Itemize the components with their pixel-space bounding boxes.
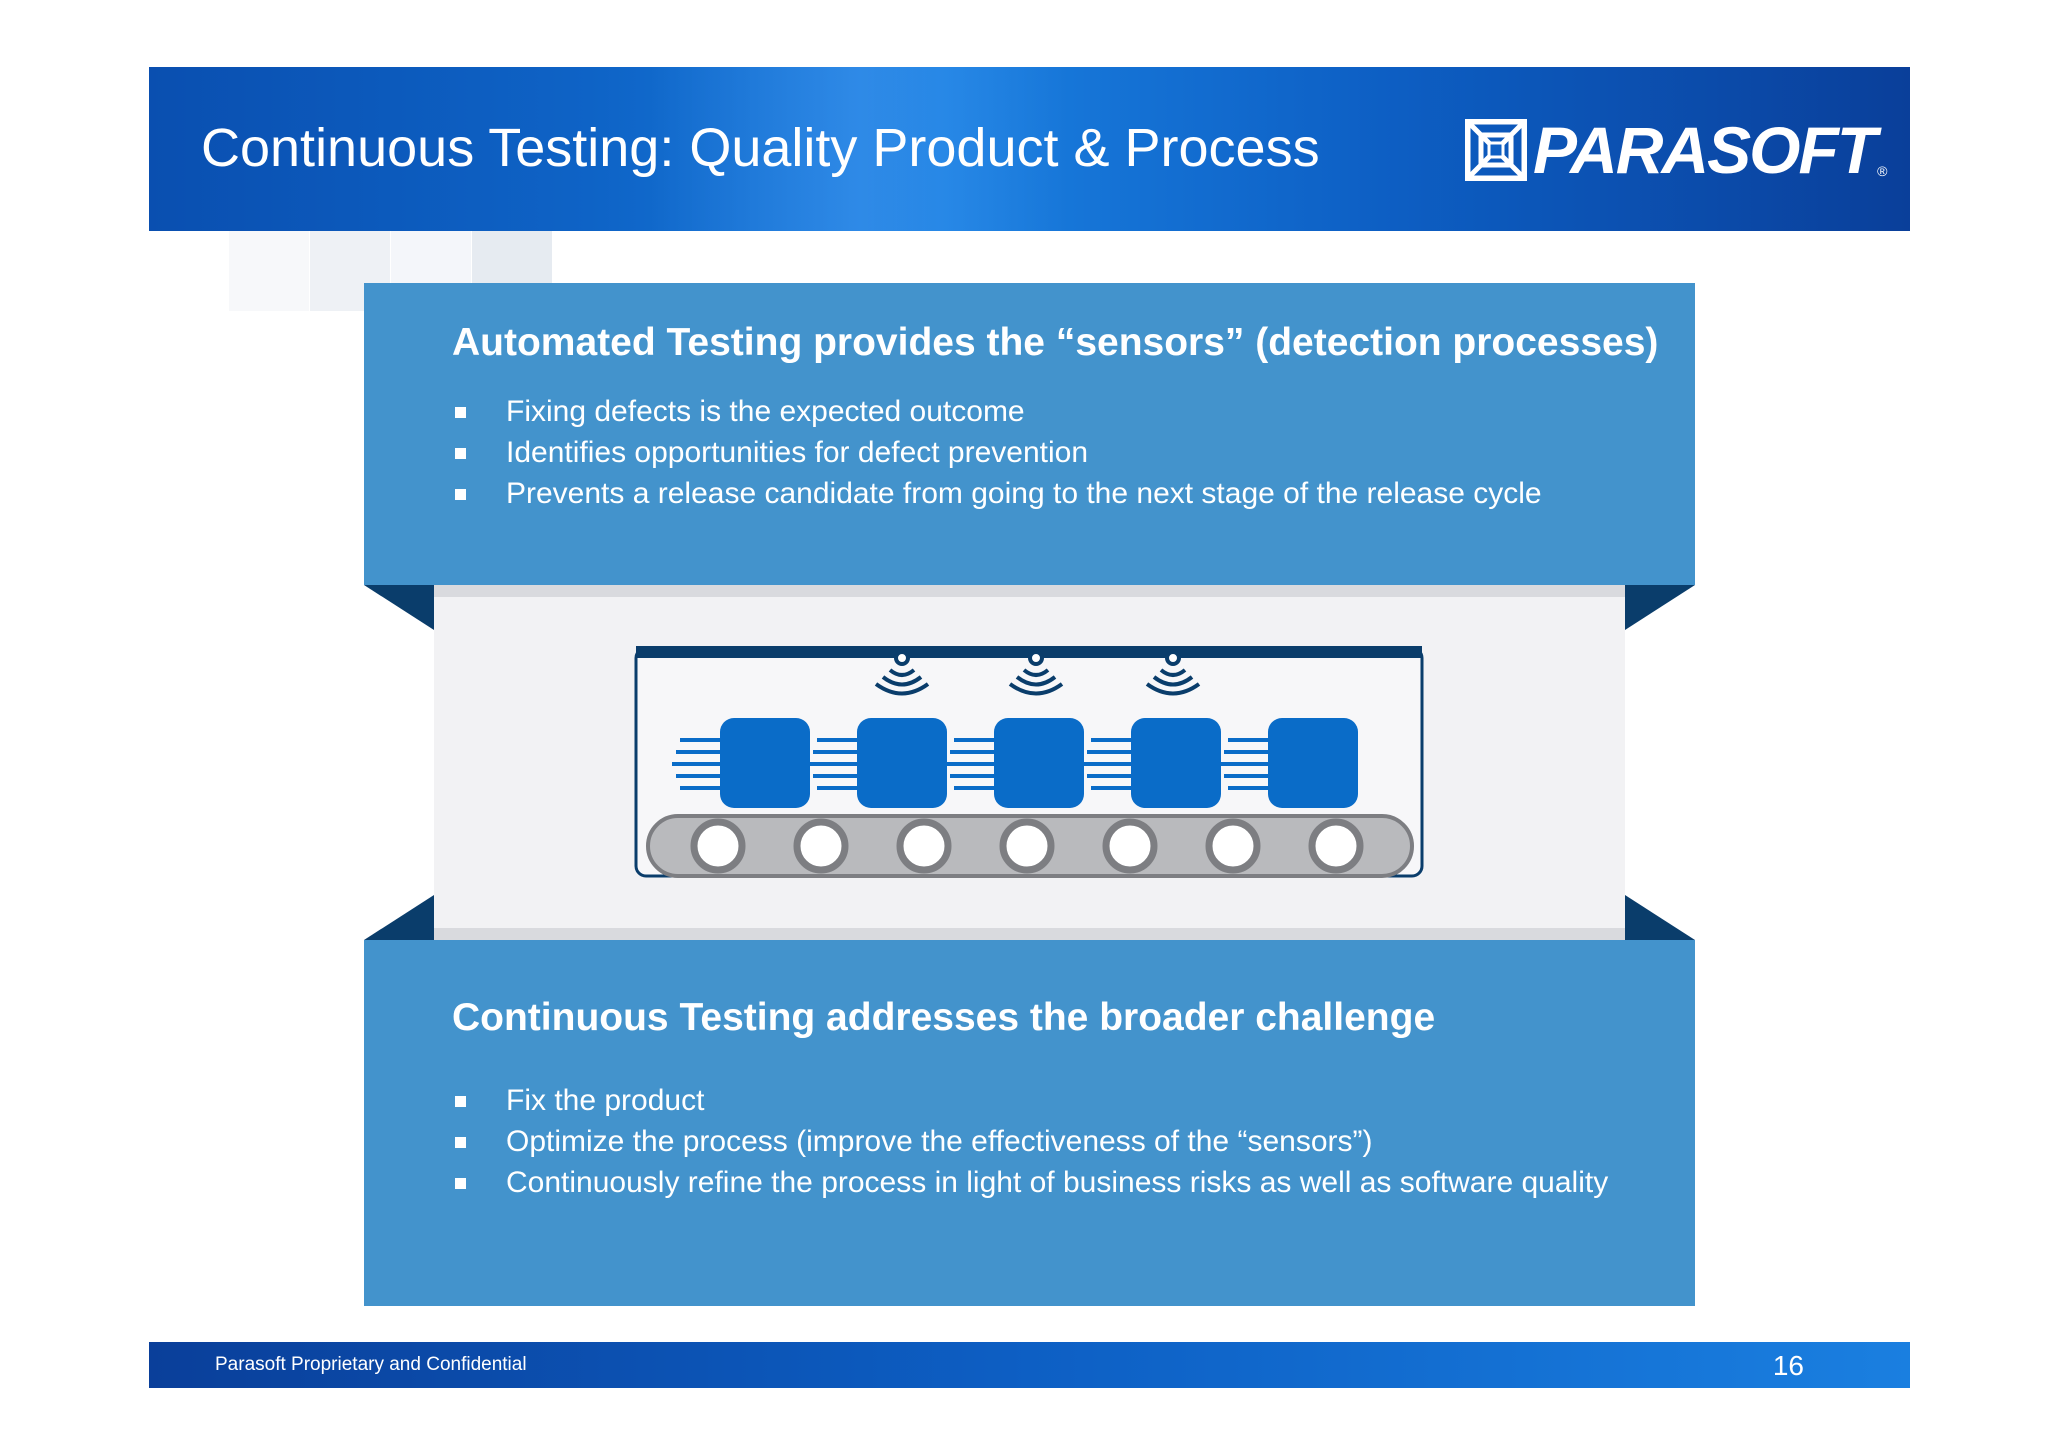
band-bottom-edge xyxy=(434,928,1625,940)
ribbon-fold-bottom-left xyxy=(364,895,434,940)
package-icon xyxy=(946,718,1084,808)
band-top-edge xyxy=(434,585,1625,597)
list-item-text: Fix the product xyxy=(506,1084,705,1117)
ribbon-fold-top-left xyxy=(364,585,434,630)
list-item: Continuously refine the process in light… xyxy=(452,1162,1608,1203)
bullet-square-icon xyxy=(455,489,466,500)
list-item: Fixing defects is the expected outcome xyxy=(452,391,1542,432)
slide-header: Continuous Testing: Quality Product & Pr… xyxy=(149,67,1910,231)
ribbon-fold-top-right xyxy=(1625,585,1695,630)
header-glow xyxy=(649,67,1069,231)
bullet-square-icon xyxy=(455,1137,466,1148)
bullet-square-icon xyxy=(455,1096,466,1107)
list-item-text: Fixing defects is the expected outcome xyxy=(506,395,1025,428)
bullet-list: Fixing defects is the expected outcome I… xyxy=(452,391,1542,514)
slide-footer: Parasoft Proprietary and Confidential 16 xyxy=(149,1342,1910,1388)
list-item-text: Prevents a release candidate from going … xyxy=(506,477,1542,510)
sensor-icon xyxy=(1008,650,1064,696)
bullet-square-icon xyxy=(455,407,466,418)
list-item: Identifies opportunities for defect prev… xyxy=(452,432,1542,473)
sensor-icon xyxy=(874,650,930,696)
confidential-notice: Parasoft Proprietary and Confidential xyxy=(215,1354,527,1375)
parasoft-logo: PARASOFT ® xyxy=(1465,113,1888,187)
logo-wordmark: PARASOFT xyxy=(1533,113,1877,187)
panel-heading: Automated Testing provides the “sensors”… xyxy=(452,321,1659,364)
list-item: Prevents a release candidate from going … xyxy=(452,473,1542,514)
list-item-text: Identifies opportunities for defect prev… xyxy=(506,436,1089,469)
decor-square xyxy=(229,231,309,311)
list-item: Optimize the process (improve the effect… xyxy=(452,1121,1608,1162)
conveyor-roller xyxy=(690,818,1364,874)
package-icon xyxy=(809,718,947,808)
machine-top-rail xyxy=(636,646,1422,658)
bullet-list: Fix the product Optimize the process (im… xyxy=(452,1080,1608,1203)
continuous-testing-panel: Continuous Testing addresses the broader… xyxy=(364,940,1695,1306)
package-icon xyxy=(1083,718,1221,808)
parasoft-logo-icon xyxy=(1465,119,1527,181)
sensor-icon xyxy=(1145,650,1201,696)
ribbon-fold-bottom-right xyxy=(1625,895,1695,940)
panel-heading: Continuous Testing addresses the broader… xyxy=(452,996,1436,1039)
package-icon xyxy=(1220,718,1358,808)
list-item-text: Continuously refine the process in light… xyxy=(506,1166,1609,1199)
page-number: 16 xyxy=(1772,1350,1804,1381)
list-item: Fix the product xyxy=(452,1080,1608,1121)
bullet-square-icon xyxy=(455,1178,466,1189)
logo-registered-mark: ® xyxy=(1877,163,1888,179)
list-item-text: Optimize the process (improve the effect… xyxy=(506,1125,1373,1158)
bullet-square-icon xyxy=(455,448,466,459)
package-icon xyxy=(672,718,810,808)
automated-testing-panel: Automated Testing provides the “sensors”… xyxy=(364,283,1695,585)
slide-title: Continuous Testing: Quality Product & Pr… xyxy=(201,118,1320,178)
